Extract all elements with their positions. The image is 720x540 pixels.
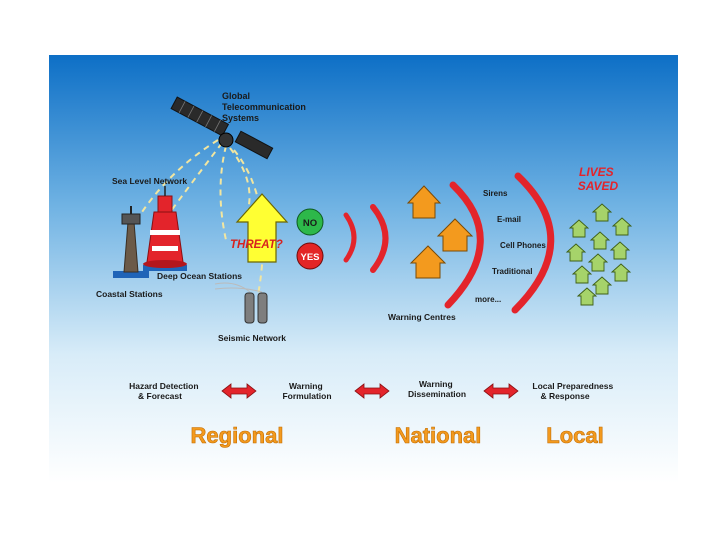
coastal-stations-label: Coastal Stations (96, 289, 163, 299)
deep-ocean-stations-label: Deep Ocean Stations (157, 271, 242, 281)
channel-traditional: Traditional (492, 267, 532, 276)
warning-centres-label: Warning Centres (388, 312, 456, 322)
stage-warning-formulation: Warning Formulation (282, 381, 331, 401)
channel-sirens: Sirens (483, 189, 508, 198)
channel-more: more... (475, 295, 501, 304)
sea-level-network-label: Sea Level Network (112, 176, 187, 186)
level-local: Local (546, 423, 603, 448)
channel-cell-phones: Cell Phones (500, 241, 546, 250)
no-label: NO (303, 218, 317, 229)
channel-email: E-mail (497, 215, 521, 224)
level-national: National (395, 423, 482, 448)
seismic-network-label: Seismic Network (218, 333, 286, 343)
level-regional: Regional (191, 423, 284, 448)
yes-label: YES (300, 252, 319, 263)
threat-label: THREAT? (230, 239, 283, 251)
lives-saved-label: LIVES SAVED (578, 165, 619, 193)
